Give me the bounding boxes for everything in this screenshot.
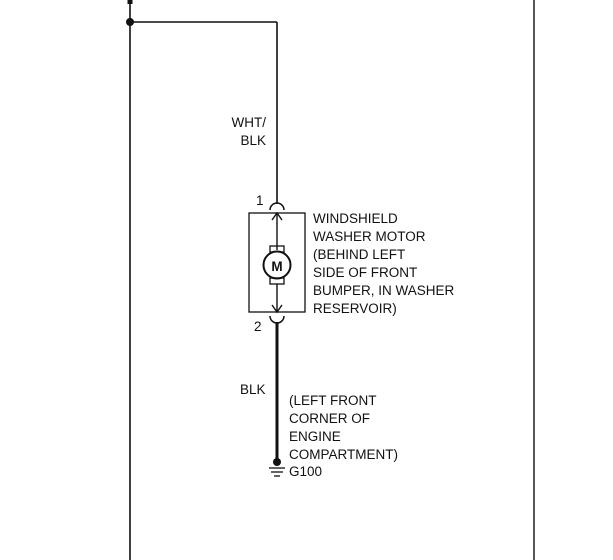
wire-color-label-upper-line2: BLK <box>240 133 266 148</box>
motor-icon: M <box>262 250 292 280</box>
motor-label-line2: WASHER MOTOR <box>313 229 426 244</box>
connector-bottom-icon <box>269 315 285 324</box>
ground-icon <box>269 458 285 477</box>
connector-top-icon <box>269 202 285 211</box>
motor-arrow-bottom <box>271 304 283 314</box>
wire-color-label-upper-line1: WHT/ <box>232 115 267 130</box>
wire-color-label-lower: BLK <box>240 382 266 397</box>
ground-location-line4: COMPARTMENT) <box>289 447 398 462</box>
motor-label-line1: WINDSHIELD <box>313 211 398 226</box>
ground-location-line1: (LEFT FRONT <box>289 393 377 408</box>
pin-2-label: 2 <box>254 319 262 334</box>
pin-1-label: 1 <box>256 193 264 208</box>
ground-location-line3: ENGINE <box>289 429 341 444</box>
motor-label-line6: RESERVOIR) <box>313 301 397 316</box>
ground-location-line2: CORNER OF <box>289 411 370 426</box>
motor-label-line5: BUMPER, IN WASHER <box>313 283 455 298</box>
motor-arrow-top <box>271 211 283 221</box>
motor-label-line3: (BEHIND LEFT <box>313 247 405 262</box>
ground-id-label: G100 <box>289 464 322 479</box>
motor-symbol-label: M <box>271 259 282 274</box>
motor-label-line4: SIDE OF FRONT <box>313 265 417 280</box>
